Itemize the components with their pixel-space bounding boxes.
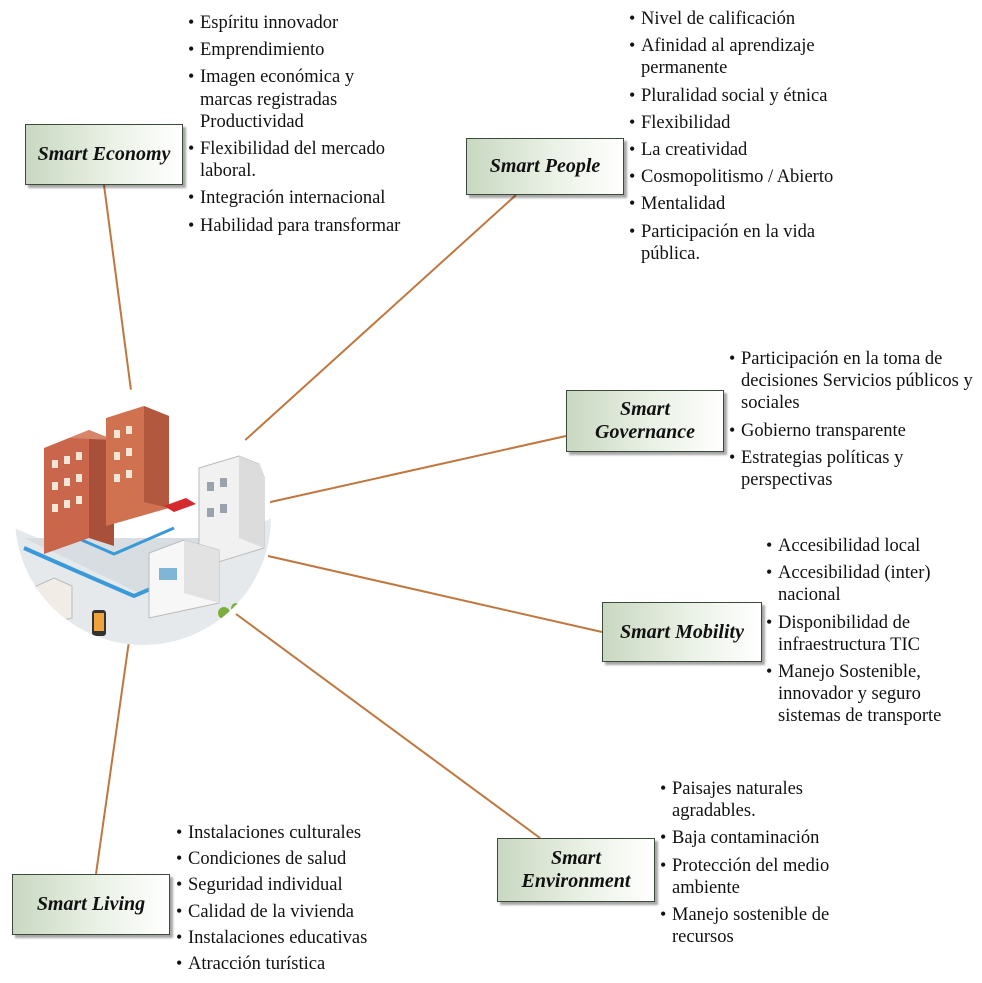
node-smart-governance: Smart Governance <box>566 390 724 452</box>
list-item: Flexibilidad <box>629 112 869 134</box>
people-list: Nivel de calificación Afinidad al aprend… <box>629 8 869 270</box>
list-item: Manejo Sostenible, innovador y seguro si… <box>766 661 978 728</box>
node-label: Smart Economy <box>37 143 171 165</box>
list-item: Accesibilidad local <box>766 535 978 557</box>
living-list: Instalaciones culturales Condiciones de … <box>176 822 416 979</box>
list-item: Emprendimiento <box>188 39 403 61</box>
list-item: Espíritu innovador <box>188 12 403 34</box>
list-item: Paisajes naturales agradables. <box>660 778 875 822</box>
list-item: Instalaciones educativas <box>176 927 416 949</box>
node-smart-people: Smart People <box>466 138 624 195</box>
list-item: Instalaciones culturales <box>176 822 416 844</box>
list-item: Protección del medio ambiente <box>660 855 875 899</box>
list-item: Manejo sostenible de recursos <box>660 904 875 948</box>
list-item: Participación en la vida pública. <box>629 221 869 265</box>
mobility-list: Accesibilidad local Accesibilidad (inter… <box>766 535 978 733</box>
node-label: Smart People <box>489 155 601 177</box>
node-smart-environment: Smart Environment <box>497 838 655 902</box>
list-item: Condiciones de salud <box>176 848 416 870</box>
list-item: Accesibilidad (inter) nacional <box>766 562 978 606</box>
list-item: Habilidad para transformar <box>188 215 403 237</box>
list-item: Integración internacional <box>188 187 403 209</box>
list-item: Afinidad al aprendizaje permanente <box>629 35 869 79</box>
list-item: Baja contaminación <box>660 827 875 849</box>
list-item: Seguridad individual <box>176 874 416 896</box>
economy-list: Espíritu innovador Emprendimiento Imagen… <box>188 12 403 242</box>
connector-living <box>95 633 131 875</box>
connector-economy <box>103 184 133 399</box>
connector-mobility <box>267 555 603 633</box>
list-item: Estrategias políticas y perspectivas <box>729 447 974 491</box>
list-item: Disponibilidad de infraestructura TIC <box>766 612 978 656</box>
node-smart-living: Smart Living <box>12 874 170 935</box>
list-item: Calidad de la vivienda <box>176 901 416 923</box>
list-item: Atracción turística <box>176 953 416 975</box>
list-item: Cosmopolitismo / Abierto <box>629 166 869 188</box>
node-label: Smart Living <box>36 893 146 915</box>
environment-list: Paisajes naturales agradables. Baja cont… <box>660 778 875 953</box>
list-item: Nivel de calificación <box>629 8 869 30</box>
list-item: La creatividad <box>629 139 869 161</box>
connector-people <box>231 194 517 453</box>
list-item: Participación en la toma de decisiones S… <box>729 348 974 415</box>
smart-city-illustration <box>15 389 271 645</box>
node-smart-mobility: Smart Mobility <box>602 602 762 662</box>
list-item: Gobierno transparente <box>729 420 974 442</box>
node-label: Smart Mobility <box>620 620 744 643</box>
list-item: Flexibilidad del mercado laboral. <box>188 138 403 182</box>
connector-environment <box>235 613 541 839</box>
node-label: Smart Governance <box>595 398 695 443</box>
list-item: Pluralidad social y étnica <box>629 85 869 107</box>
governance-list: Participación en la toma de decisiones S… <box>729 348 974 496</box>
node-label: Smart Environment <box>521 847 631 892</box>
node-smart-economy: Smart Economy <box>25 124 183 185</box>
list-item: Mentalidad <box>629 193 869 215</box>
list-item: Imagen económica y marcas registradas Pr… <box>188 66 403 133</box>
connector-governance <box>265 435 567 504</box>
